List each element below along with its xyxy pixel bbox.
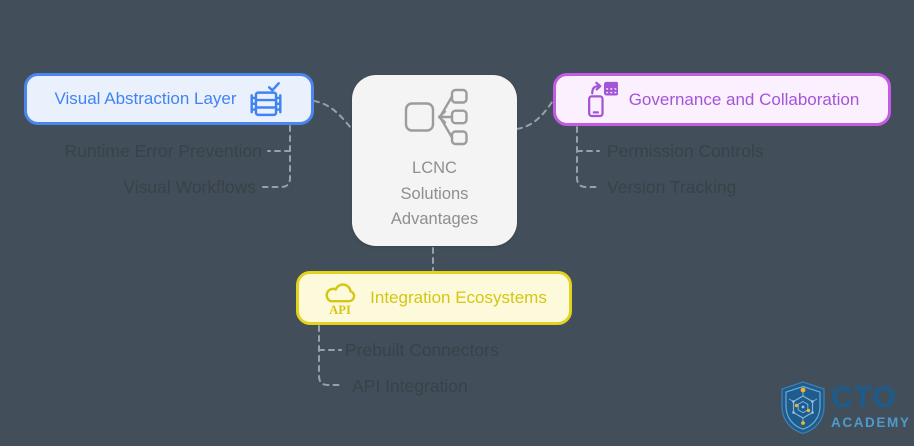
connector-center-to-governance	[516, 101, 553, 130]
center-label-line1: LCNC	[412, 159, 457, 178]
node-visual-abstraction-layer[interactable]: Visual Abstraction Layer	[24, 73, 314, 125]
connector-governance-children	[576, 126, 601, 188]
center-label-line3: Advantages	[390, 210, 479, 229]
subnode-permission-controls[interactable]: Permission Controls	[607, 141, 764, 161]
subnode-runtime-error-prevention[interactable]: Runtime Error Prevention	[64, 141, 262, 161]
node-governance-and-collaboration[interactable]: Governance and Collaboration	[553, 73, 891, 126]
api-caption: API	[329, 303, 351, 317]
node-integration-label: Integration Ecosystems	[370, 288, 547, 307]
device-sync-table-icon	[587, 81, 618, 118]
node-visual-label: Visual Abstraction Layer	[54, 89, 237, 108]
cloud-api-icon: API	[325, 283, 356, 317]
center-label-line2: Solutions	[400, 184, 469, 203]
center-node-label: LCNC Solutions Advantages	[391, 156, 478, 233]
subnode-visual-workflows[interactable]: Visual Workflows	[123, 177, 256, 197]
subnode-prebuilt-connectors[interactable]: Prebuilt Connectors	[345, 340, 499, 360]
node-integration-ecosystems[interactable]: API Integration Ecosystems	[296, 271, 572, 325]
connector-visual-to-center	[313, 100, 352, 129]
connector-integration-children	[318, 325, 343, 386]
cto-academy-logo: CTO ACADEMY	[778, 381, 910, 435]
flowchart-merge-icon	[404, 88, 468, 146]
logo-subtitle: ACADEMY	[831, 414, 911, 430]
subnode-version-tracking[interactable]: Version Tracking	[607, 177, 737, 197]
table-check-icon	[250, 82, 282, 117]
center-node-lcnc-solutions-advantages[interactable]: LCNC Solutions Advantages	[352, 75, 517, 246]
node-governance-label: Governance and Collaboration	[628, 89, 860, 109]
shield-network-icon	[781, 381, 825, 435]
subnode-api-integration[interactable]: API Integration	[352, 376, 468, 396]
connector-visual-children	[262, 125, 291, 188]
logo-title: CTO	[831, 381, 897, 414]
logo-text: CTO ACADEMY	[831, 381, 911, 430]
